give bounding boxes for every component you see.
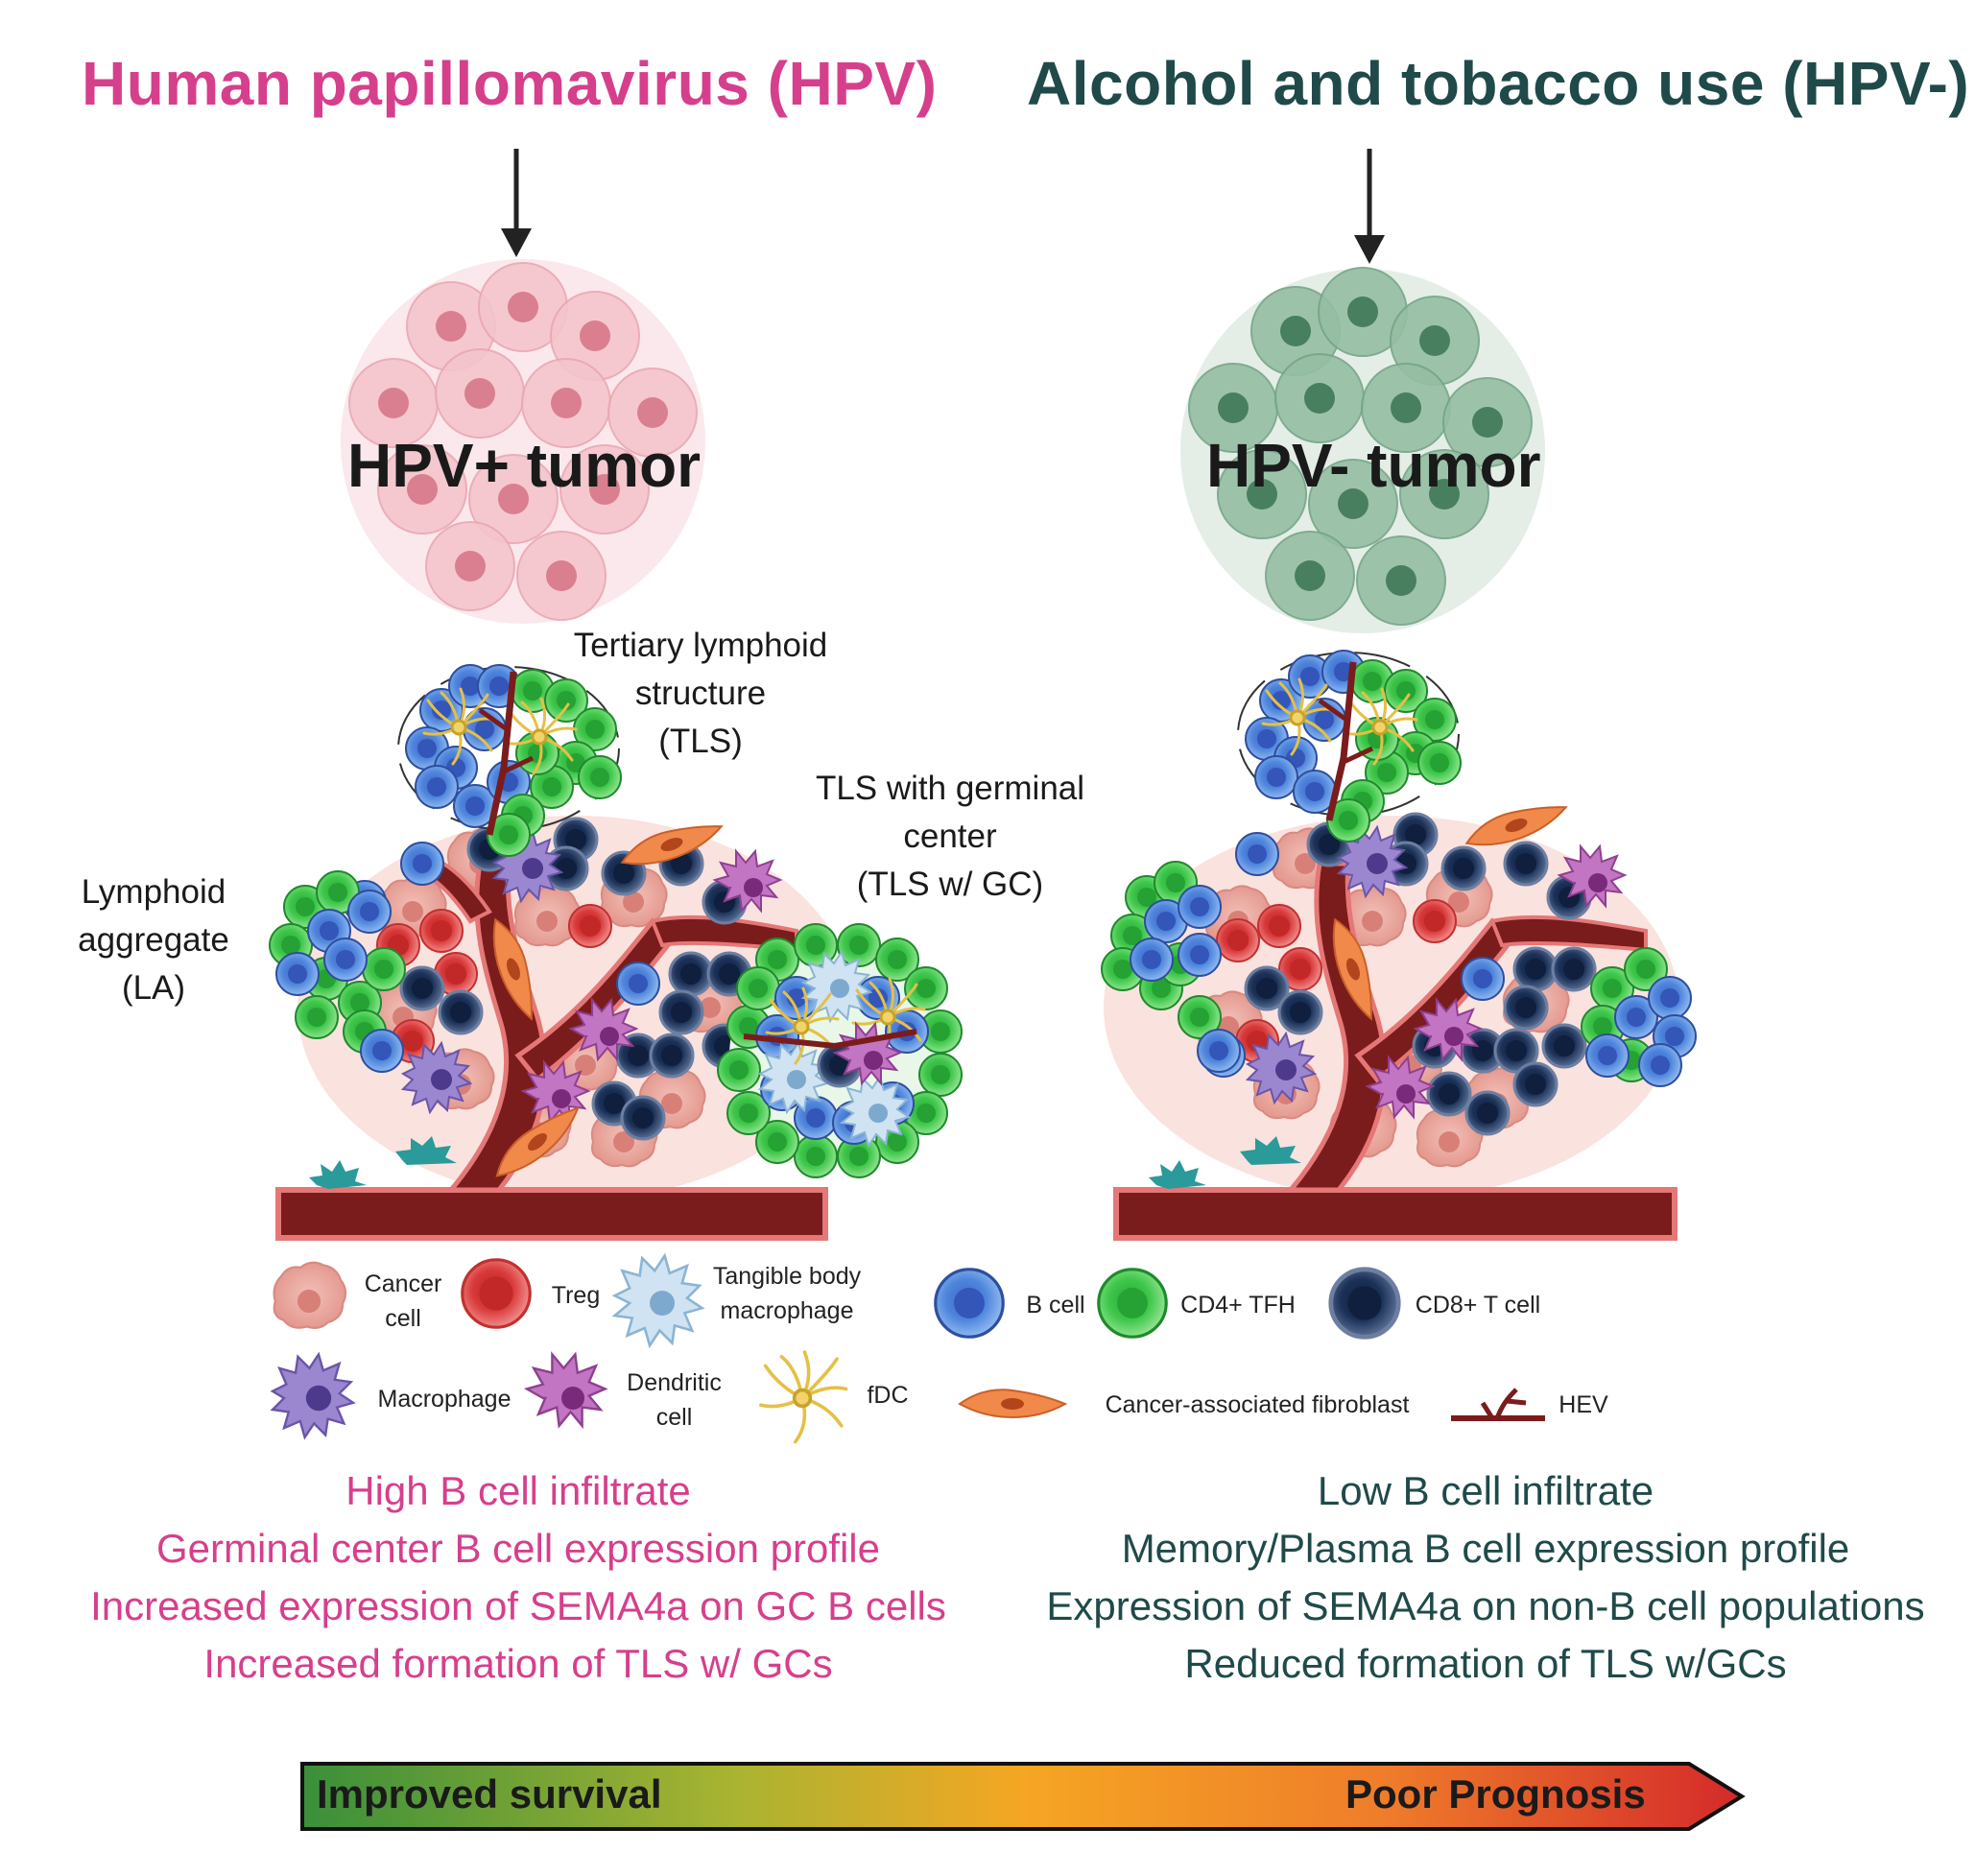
annot-la-line-3: (LA) bbox=[58, 964, 250, 1012]
hpv-pos-tumor-label: HPV+ tumor bbox=[347, 430, 701, 501]
legend-dc-line-1: Dendritic bbox=[614, 1365, 734, 1400]
annot-tls-line-3: (TLS) bbox=[557, 718, 845, 766]
legend-fdc-label: fDC bbox=[854, 1378, 921, 1413]
legend-macrophage-icon bbox=[273, 1354, 353, 1437]
tls-right bbox=[1238, 651, 1461, 842]
hpv-neg-summary-line-1: Low B cell infiltrate bbox=[996, 1462, 1975, 1520]
legend-fdc-icon bbox=[761, 1352, 846, 1442]
legend-caf-icon bbox=[960, 1389, 1065, 1417]
legend-b-cell-icon bbox=[936, 1270, 1003, 1337]
poor-prognosis-label: Poor Prognosis bbox=[1345, 1771, 1646, 1817]
legend-tangible-body-macrophage-label: Tangible body macrophage bbox=[701, 1259, 873, 1328]
legend-tbm-line-1: Tangible body bbox=[701, 1259, 873, 1294]
hpv-pos-summary-line-4: Increased formation of TLS w/ GCs bbox=[29, 1635, 1008, 1693]
legend-cd8-t-cell-icon bbox=[1331, 1270, 1398, 1337]
hpv-pos-summary-line-2: Germinal center B cell expression profil… bbox=[29, 1520, 1008, 1578]
legend-cd4-tfh-icon bbox=[1099, 1270, 1166, 1337]
legend-cancer-cell-icon bbox=[274, 1263, 345, 1328]
hpv-neg-tissue bbox=[1102, 651, 1696, 1238]
hpv-pos-summary: High B cell infiltrate Germinal center B… bbox=[29, 1462, 1008, 1693]
legend-caf-label: Cancer-associated fibroblast bbox=[1084, 1388, 1430, 1422]
annot-tls-line-1: Tertiary lymphoid bbox=[557, 622, 845, 670]
hpv-pos-title: Human papillomavirus (HPV) bbox=[82, 48, 937, 119]
legend-tangible-body-macrophage-icon bbox=[615, 1256, 702, 1346]
annot-tls-gc-line-1: TLS with germinal bbox=[797, 765, 1104, 813]
annot-tls-gc: TLS with germinal center (TLS w/ GC) bbox=[797, 765, 1104, 909]
hpv-neg-summary-line-3: Expression of SEMA4a on non-B cell popul… bbox=[996, 1578, 1975, 1635]
annot-tls-gc-line-2: center bbox=[797, 813, 1104, 861]
legend-treg-icon bbox=[463, 1260, 530, 1327]
hpv-neg-summary-line-2: Memory/Plasma B cell expression profile bbox=[996, 1520, 1975, 1578]
annot-la-line-2: aggregate bbox=[58, 916, 250, 964]
hpv-neg-summary-line-4: Reduced formation of TLS w/GCs bbox=[996, 1635, 1975, 1693]
legend-treg-label: Treg bbox=[542, 1278, 609, 1313]
legend-cancer-cell-line-2: cell bbox=[350, 1301, 456, 1336]
annot-tls: Tertiary lymphoid structure (TLS) bbox=[557, 622, 845, 766]
hpv-pos-summary-line-3: Increased expression of SEMA4a on GC B c… bbox=[29, 1578, 1008, 1635]
legend-b-cell-label: B cell bbox=[1012, 1288, 1099, 1322]
legend-dc-line-2: cell bbox=[614, 1400, 734, 1435]
annot-la: Lymphoid aggregate (LA) bbox=[58, 868, 250, 1012]
hpv-neg-title: Alcohol and tobacco use (HPV-) bbox=[1027, 48, 1969, 119]
hpv-neg-tumor-label: HPV- tumor bbox=[1206, 430, 1540, 501]
annot-tls-gc-line-3: (TLS w/ GC) bbox=[797, 861, 1104, 909]
legend-tbm-line-2: macrophage bbox=[701, 1294, 873, 1328]
legend-cd8-t-cell-label: CD8+ T cell bbox=[1406, 1288, 1550, 1322]
legend-cd4-tfh-label: CD4+ TFH bbox=[1176, 1288, 1300, 1322]
improved-survival-label: Improved survival bbox=[317, 1771, 661, 1817]
arrow-hpv bbox=[501, 149, 532, 257]
arrow-hpv-neg bbox=[1354, 149, 1385, 264]
legend-dendritic-cell-icon bbox=[527, 1354, 606, 1425]
legend-cancer-cell-line-1: Cancer bbox=[350, 1267, 456, 1301]
legend-cancer-cell-label: Cancer cell bbox=[350, 1267, 456, 1336]
hpv-pos-summary-line-1: High B cell infiltrate bbox=[29, 1462, 1008, 1520]
annot-la-line-1: Lymphoid bbox=[58, 868, 250, 916]
annot-tls-line-2: structure bbox=[557, 670, 845, 718]
legend-hev-icon bbox=[1451, 1389, 1545, 1418]
hpv-neg-summary: Low B cell infiltrate Memory/Plasma B ce… bbox=[996, 1462, 1975, 1693]
legend-dendritic-cell-label: Dendritic cell bbox=[614, 1365, 734, 1435]
legend-macrophage-label: Macrophage bbox=[368, 1382, 521, 1416]
legend-hev-label: HEV bbox=[1550, 1388, 1617, 1422]
